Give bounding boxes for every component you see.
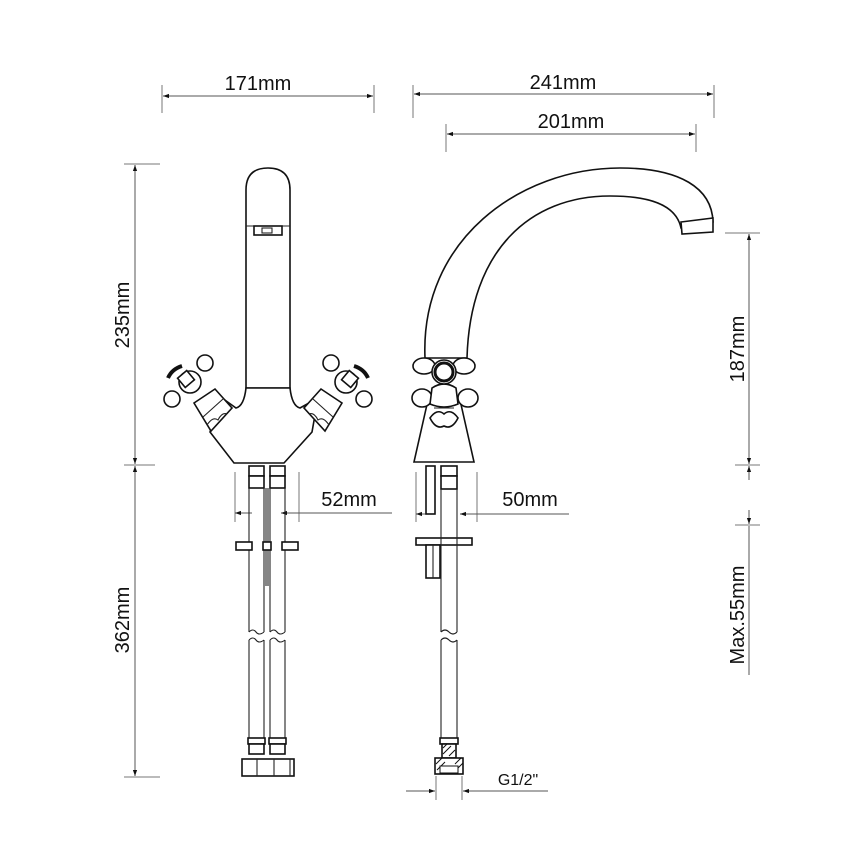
- thread-fitting: [434, 743, 464, 775]
- front-height-label: 235mm: [112, 282, 134, 349]
- dim-side-spout-reach: 201mm: [445, 111, 697, 152]
- side-max-deck-label: Max.55mm: [727, 566, 749, 665]
- front-width-label: 171mm: [225, 73, 292, 95]
- left-cartridge: [192, 387, 234, 433]
- dim-side-thread: G1/2": [406, 772, 548, 800]
- left-cross-handle: [163, 354, 214, 408]
- dim-front-width: 171mm: [161, 73, 375, 113]
- front-hose-length-label: 362mm: [112, 587, 134, 654]
- dim-side-shank: 50mm: [415, 472, 569, 522]
- dim-front-hose-spacing: 52mm: [234, 472, 392, 522]
- dim-side-spout-height: 187mm: [725, 232, 760, 466]
- side-view: [411, 167, 714, 775]
- side-thread-label: G1/2": [498, 772, 538, 789]
- side-shank-label: 50mm: [502, 489, 558, 511]
- side-cross-handle: [411, 357, 479, 428]
- dim-front-hose-length: 362mm: [112, 466, 160, 778]
- front-view: [163, 167, 373, 777]
- side-spout-reach-label: 201mm: [538, 111, 605, 133]
- right-cartridge: [302, 387, 344, 433]
- front-hoses: [235, 488, 299, 777]
- side-total-reach-label: 241mm: [530, 72, 597, 94]
- right-cross-handle: [322, 354, 373, 408]
- side-spout-height-label: 187mm: [727, 316, 749, 383]
- dim-side-total-reach: 241mm: [412, 72, 715, 118]
- front-hose-spacing-label: 52mm: [321, 489, 377, 511]
- dim-front-height-body: 235mm: [112, 163, 160, 466]
- dim-side-max-deck: Max.55mm: [727, 466, 760, 675]
